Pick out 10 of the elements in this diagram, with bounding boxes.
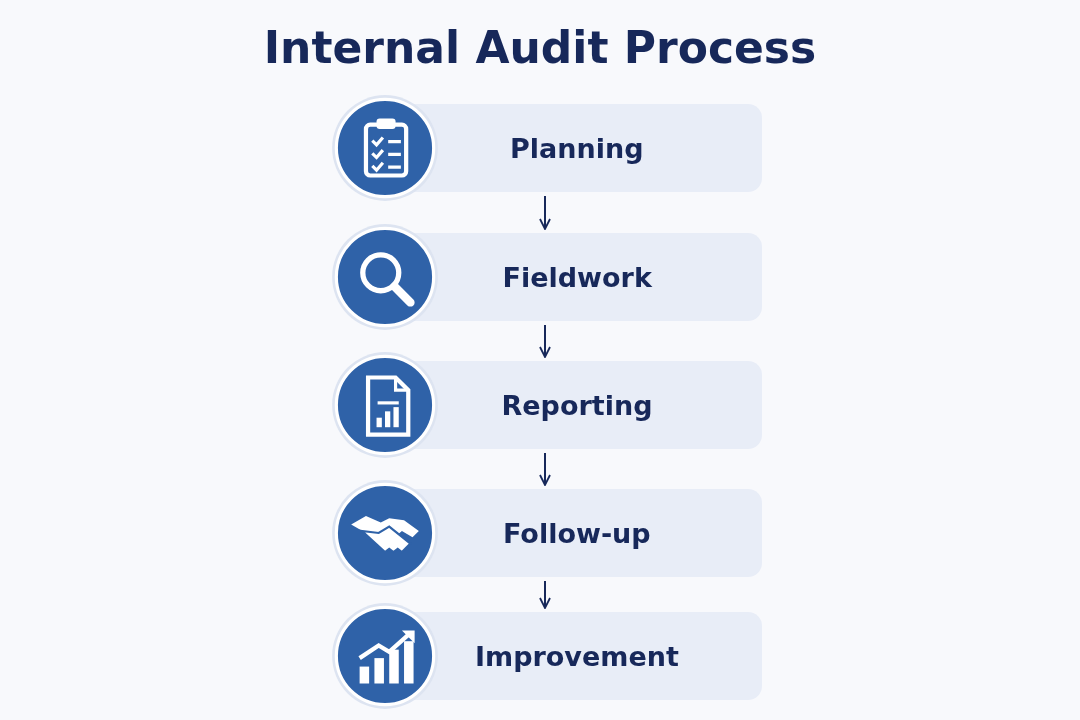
step-label: Fieldwork [502,261,652,293]
arrow [539,452,551,486]
title: Internal Audit Process [262,22,818,73]
arrow [539,195,551,230]
arrow [539,580,551,609]
step-label: Reporting [501,389,653,421]
step-label: Follow-up [503,517,651,549]
step-label: Planning [510,132,644,164]
step-label: Improvement [475,640,679,672]
arrow [539,324,551,358]
